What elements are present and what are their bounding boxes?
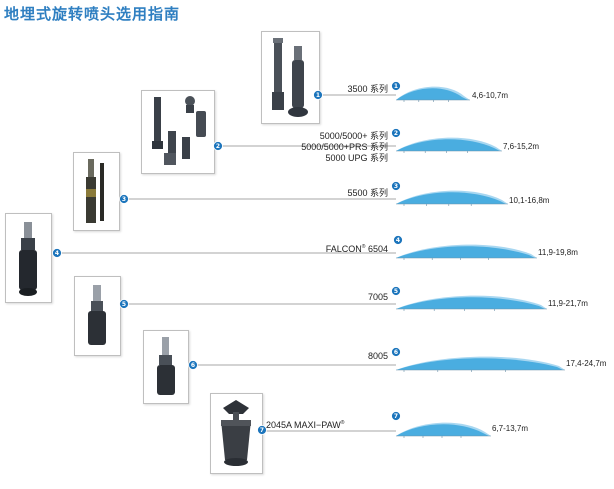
sprinkler-8005-image [157, 337, 175, 395]
photo-badge-number-3: 3 [122, 196, 126, 203]
registered-mark: ® [361, 244, 366, 250]
range-label-3: 10,1-16,8m [509, 196, 550, 205]
product-photo-4 [5, 213, 52, 303]
sprinkler-falcon-image [19, 222, 37, 296]
product-photo-7 [210, 393, 263, 474]
photo-badge-4 [52, 248, 62, 258]
range-label-1: 4,6-10,7m [472, 91, 509, 100]
arc-badge-number-7: 7 [394, 413, 398, 420]
photo-badge-5 [119, 299, 129, 309]
range-label-7: 6,7-13,7m [492, 424, 529, 433]
sprinkler-7005-image [88, 285, 106, 345]
model-label-2-line-1: 5000/5000+ 系列 [319, 131, 388, 141]
photo-badge-7 [257, 425, 267, 435]
photo-badge-number-1: 1 [316, 92, 320, 99]
arc-badge-6 [391, 347, 401, 357]
product-photo-2 [141, 90, 215, 174]
photo-badge-number-2: 2 [216, 143, 220, 150]
spray-arc-3 [396, 192, 506, 204]
arc-badge-4 [393, 235, 403, 245]
photo-badge-1 [313, 90, 323, 100]
photo-badge-number-4: 4 [55, 250, 59, 257]
spray-arc-2 [396, 139, 500, 151]
arc-badge-number-2: 2 [394, 130, 398, 137]
product-photo-6 [143, 330, 189, 404]
spray-arc-6 [396, 358, 563, 370]
model-label-5: 7005 [367, 292, 388, 302]
page-title: 地埋式旋转喷头选用指南 [4, 5, 181, 23]
arc-badge-number-5: 5 [394, 288, 398, 295]
range-label-4: 11,9-19,8m [538, 248, 578, 257]
spray-arc-1 [396, 88, 468, 100]
arc-badge-number-3: 3 [394, 183, 398, 190]
arc-badge-5 [391, 286, 401, 296]
product-photo-3 [73, 152, 120, 231]
arc-badge-2 [391, 128, 401, 138]
model-label-6: 8005 [367, 351, 388, 361]
model-label-4: FALCON® 6504 [325, 244, 388, 254]
photo-badge-2 [213, 141, 223, 151]
photo-badge-number-5: 5 [122, 301, 126, 308]
photo-badge-6 [188, 360, 198, 370]
spray-arc-4 [396, 246, 535, 258]
model-label-3: 5500 系列 [347, 188, 388, 198]
sprinkler-5000-image [152, 96, 206, 165]
product-photo-5 [74, 276, 121, 356]
photo-badge-3 [119, 194, 129, 204]
model-label-2-line-3: 5000 UPG 系列 [325, 153, 388, 163]
photo-badge-number-7: 7 [260, 427, 264, 434]
spray-arc-7 [396, 424, 489, 436]
range-label-6: 17,4-24,7m [566, 359, 607, 368]
range-label-5: 11,9-21,7m [548, 299, 588, 308]
arc-badge-number-4: 4 [396, 237, 400, 244]
model-label-2-line-2: 5000/5000+PRS 系列 [301, 142, 388, 152]
photo-badge-number-6: 6 [191, 362, 195, 369]
arc-badge-3 [391, 181, 401, 191]
sprinkler-5500-image [86, 159, 104, 223]
arc-badge-1 [391, 81, 401, 91]
arc-badge-number-1: 1 [394, 83, 398, 90]
arc-badge-7 [391, 411, 401, 421]
arc-badge-number-6: 6 [394, 349, 398, 356]
model-label-1: 3500 系列 [347, 84, 388, 94]
range-label-2: 7,6-15,2m [503, 142, 540, 151]
product-photo-1 [261, 31, 320, 124]
spray-arc-5 [396, 297, 545, 309]
model-label-7: 2045A MAXI−PAW® [266, 420, 345, 430]
registered-mark: ® [340, 420, 345, 426]
sprinkler-maxi-paw-image [221, 400, 251, 466]
model-label-2: 5000/5000+ 系列 5000/5000+PRS 系列 5000 UPG … [301, 131, 388, 164]
sprinkler-3500-image [272, 38, 308, 117]
